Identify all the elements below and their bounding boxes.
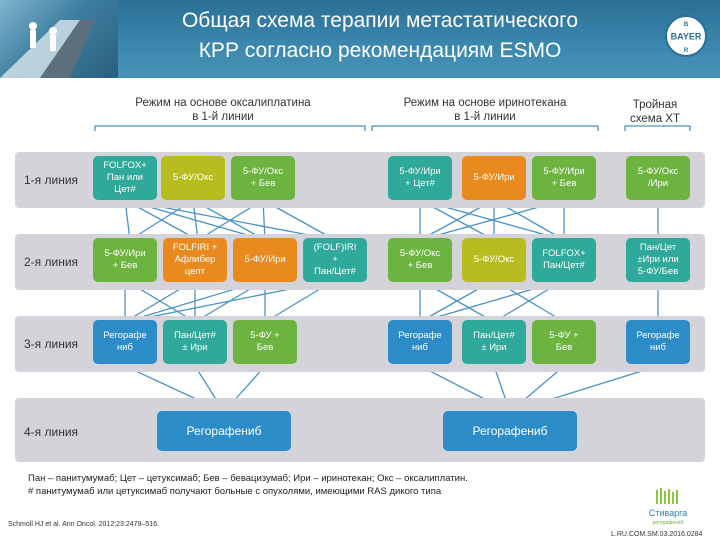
row-band-4 — [15, 398, 705, 462]
logo-text: BAYER — [671, 32, 702, 42]
svg-text:R: R — [684, 48, 689, 54]
tile-r2-folfiri-pan-cet: (FOLF)IRI + Пан/Цет# — [303, 238, 367, 282]
title-line-2: КРР согласно рекомендациям ESMO — [198, 39, 562, 62]
tile-r3-pan-cet-iri-2: Пан/Цет# ± Ири — [462, 320, 526, 364]
tile-r4-regorafenib-1: Регорафениб — [157, 411, 291, 451]
tile-r1-folfox-pan-cet: FOLFOX+ Пан или Цет# — [93, 156, 157, 200]
tile-r2-5fu-iri-bev: 5-ФУ/Ири + Бев — [93, 238, 157, 282]
column-header-irinotecan: Режим на основе иринотекана в 1-й линии — [403, 97, 567, 123]
tile-r1-5fu-oks-bev: 5-ФУ/Окс + Бев — [231, 156, 295, 200]
tile-r1-5fu-iri-cet: 5-ФУ/Ири + Цет# — [388, 156, 452, 200]
svg-text:B: B — [684, 22, 689, 28]
brand-sub: регорафениб — [653, 520, 684, 526]
tile-r1-5fu-iri: 5-ФУ/Ири — [462, 156, 526, 200]
row-label-1: 1-я линия — [24, 173, 79, 187]
page-title: Общая схема терапии метастатического КРР… — [120, 6, 640, 66]
row-label-3: 3-я линия — [24, 337, 79, 351]
title-line-1: Общая схема терапии метастатического — [181, 9, 579, 32]
tile-r3-5fu-bev-2: 5-ФУ + Бев — [532, 320, 596, 364]
tile-r3-regorafenib-2: Регорафе ниб — [388, 320, 452, 364]
tile-r2-5fu-oks-bev: 5-ФУ/Окс + Бев — [388, 238, 452, 282]
bayer-logo: BAYER B R — [664, 14, 708, 58]
row-label-2: 2-я линия — [24, 255, 79, 269]
tile-r4-regorafenib-2: Регорафениб — [443, 411, 577, 451]
tile-r2-5fu-oks: 5-ФУ/Окс — [462, 238, 526, 282]
header-photo — [0, 0, 118, 78]
tile-r1-5fu-oks: 5-ФУ/Окс — [161, 156, 225, 200]
tile-r1-5fu-oks-iri: 5-ФУ/Окс /Ири — [626, 156, 690, 200]
tile-r2-5fu-iri: 5-ФУ/Ири — [233, 238, 297, 282]
tile-r3-pan-cet-iri-1: Пан/Цет# ± Ири — [163, 320, 227, 364]
stivarga-logo: Стиварга регорафениб — [638, 488, 698, 528]
column-header-triple: Тройная схема ХТ — [630, 99, 680, 125]
row-label-4: 4-я линия — [24, 425, 79, 439]
tile-r3-5fu-bev-1: 5-ФУ + Бев — [233, 320, 297, 364]
reference: Schmoll HJ et al. Ann Oncol. 2012;23:247… — [8, 521, 159, 528]
brand-name: Стиварга — [649, 508, 687, 518]
tile-r2-pan-cet-iri-or-5fu-bev: Пан/Цет ±Ири или 5-ФУ/Бев — [626, 238, 690, 282]
tile-r2-folfox-pan-cet: FOLFOX+ Пан/Цет# — [532, 238, 596, 282]
footnote-line-2: # панитумумаб или цетуксимаб получают бо… — [28, 486, 442, 497]
column-header-oxaliplatin: Режим на основе оксалиплатина в 1-й лини… — [135, 97, 311, 123]
tile-r3-regorafenib-1: Регорафе ниб — [93, 320, 157, 364]
footnote-line-1: Пан – панитумумаб; Цет – цетуксимаб; Бев… — [28, 473, 468, 484]
tile-r1-5fu-iri-bev: 5-ФУ/Ири + Бев — [532, 156, 596, 200]
tile-r2-folfiri-aflibercept: FOLFIRI + Афлибер цепт — [163, 238, 227, 282]
document-code: L.RU.COM.SM.03.2016.0284 — [611, 531, 703, 538]
footnote: Пан – панитумумаб; Цет – цетуксимаб; Бев… — [28, 472, 468, 498]
tile-r3-regorafenib-3: Регорафе ниб — [626, 320, 690, 364]
header-banner — [0, 0, 720, 78]
